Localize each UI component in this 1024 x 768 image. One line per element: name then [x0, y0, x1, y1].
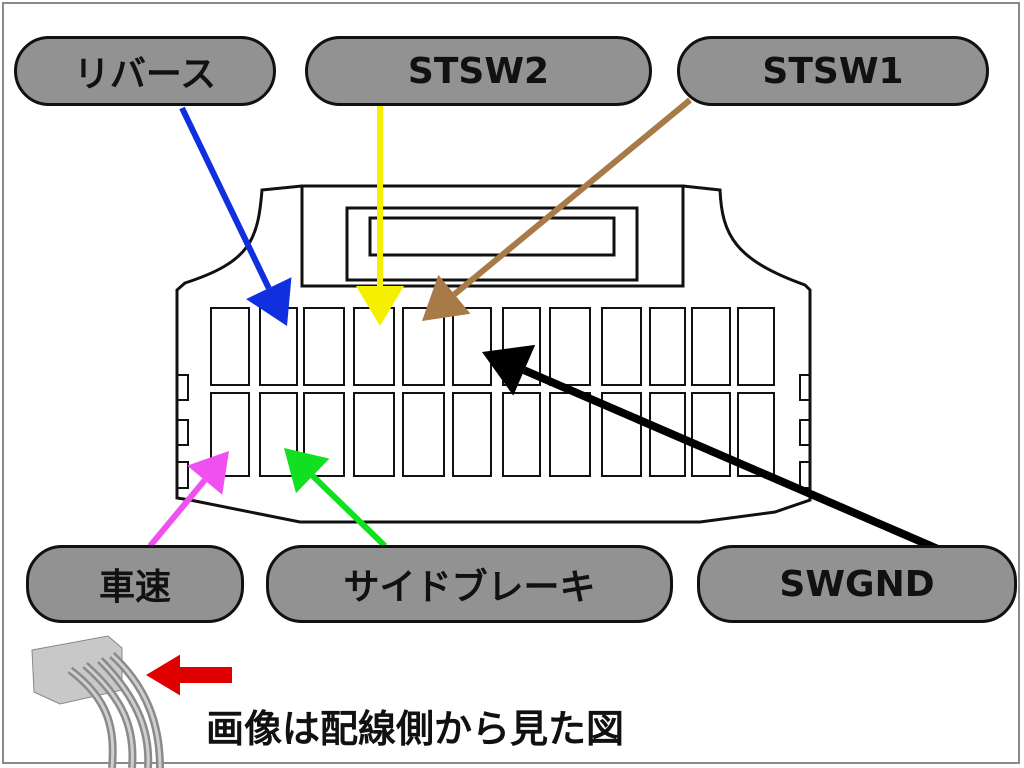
arrow-reverse-shaft: [179, 106, 272, 290]
latch-inner: [345, 206, 639, 282]
pin-cavity-r2-c5: [402, 392, 445, 477]
pin-cavity-r1-c10: [649, 307, 686, 386]
pin-cavity-r2-c8: [549, 392, 591, 477]
arrow-view-direction: [146, 654, 232, 696]
arrow-stsw1-shaft: [452, 97, 692, 297]
label-stsw1: STSW1: [677, 36, 989, 106]
arrow-swgnd-shaft: [522, 366, 1007, 582]
arrows: [146, 97, 1007, 696]
pin-cavity-r1-c2: [259, 307, 298, 386]
pin-cavity-r1-c9: [601, 307, 642, 386]
arrow-view-direction-head: [146, 654, 180, 696]
arrow-stsw2-head: [356, 286, 404, 326]
arrow-stsw1-head: [422, 274, 471, 321]
arrow-vehicle-speed-shaft: [147, 478, 208, 548]
pin-cavity-r1-c5: [402, 307, 445, 386]
label-reverse: リバース: [14, 36, 276, 106]
arrow-side-brake-head: [284, 448, 330, 494]
arrow-swgnd-head: [482, 344, 536, 396]
arrow-side-brake: [284, 448, 388, 549]
pin-cavity-r1-c6: [452, 307, 492, 386]
pin-cavity-r1-c12: [737, 307, 775, 386]
harness-photo: [31, 635, 164, 768]
arrow-swgnd: [482, 344, 1007, 582]
label-vehicle-speed: 車速: [26, 545, 244, 623]
arrow-stsw1: [422, 97, 692, 321]
arrow-vehicle-speed-head: [187, 451, 229, 495]
left-notches: [177, 374, 189, 489]
pin-cavity-r1-c1: [210, 307, 250, 386]
pin-cavity-r2-c6: [452, 392, 492, 477]
label-side-brake: サイドブレーキ: [266, 545, 673, 623]
latch-outer: [300, 184, 685, 288]
pin-cavity-r2-c4: [353, 392, 395, 477]
arrow-side-brake-shaft: [310, 473, 388, 549]
view-caption: 画像は配線側から見た図: [206, 707, 625, 751]
pin-grid: [210, 307, 775, 477]
latch-slot: [368, 216, 616, 257]
arrow-vehicle-speed: [147, 451, 229, 548]
arrow-reverse: [179, 106, 292, 326]
label-swgnd: SWGND: [697, 545, 1017, 623]
pin-cavity-r2-c7: [502, 392, 541, 477]
label-stsw2: STSW2: [305, 36, 652, 106]
arrow-reverse-head: [246, 277, 292, 326]
pin-cavity-r1-c8: [549, 307, 591, 386]
arrow-stsw2: [356, 106, 404, 326]
pin-cavity-r2-c11: [691, 392, 731, 477]
pin-cavity-r1-c11: [691, 307, 731, 386]
pin-cavity-r1-c4: [353, 307, 395, 386]
pin-cavity-r1-c3: [303, 307, 345, 386]
